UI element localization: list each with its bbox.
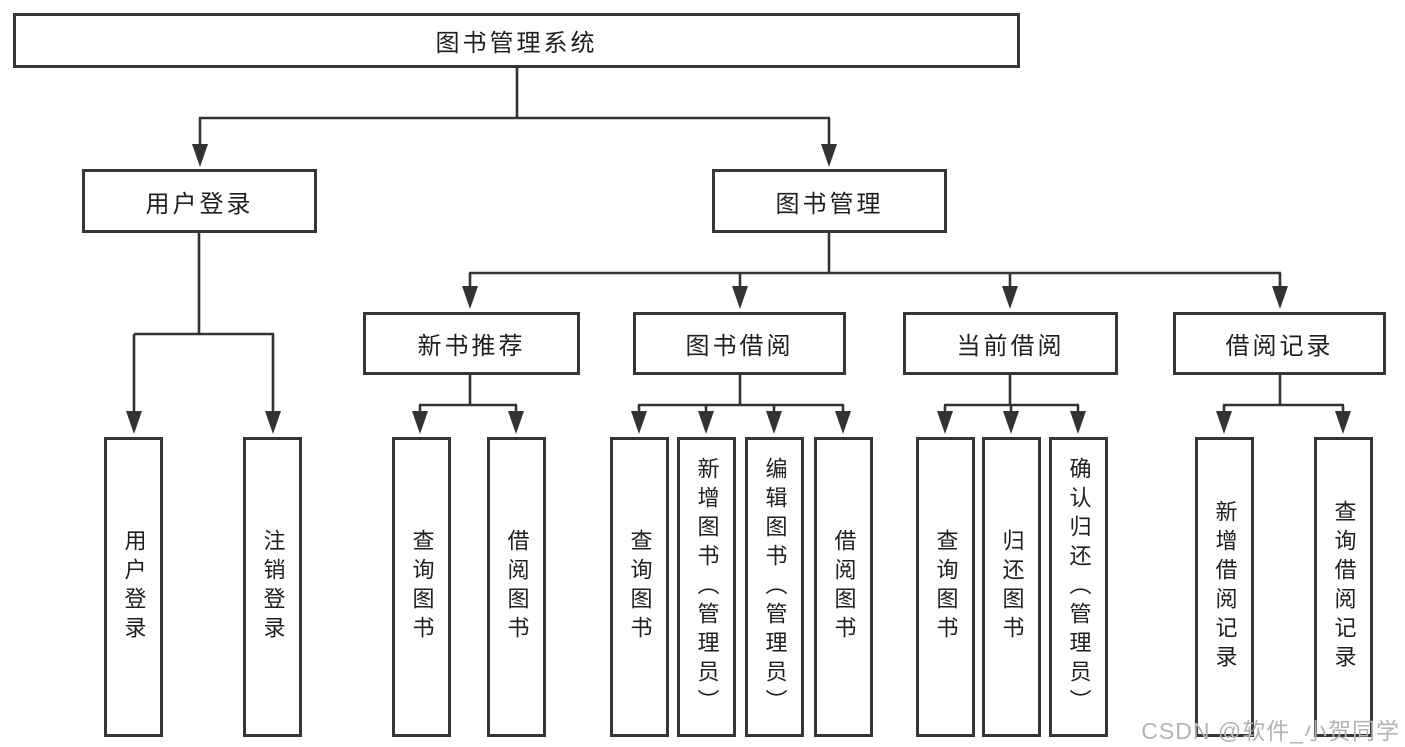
leaf-query-borrow-record-label: 查询借阅记录 [1331,500,1357,674]
leaf-query-borrow-record: 查询借阅记录 [1314,437,1373,737]
node-root-label: 图书管理系统 [435,30,598,57]
arrowhead-down-icon [1070,411,1086,434]
node-book-borrowing-label: 图书借阅 [685,333,794,360]
node-borrowing-records: 借阅记录 [1173,312,1386,375]
leaf-return-books-label: 归还图书 [999,529,1025,645]
arrowhead-down-icon [937,411,953,434]
node-current-borrowing-label: 当前借阅 [956,333,1065,360]
arrowhead-down-icon [1272,286,1288,309]
arrowhead-down-icon [732,286,748,309]
leaf-confirm-return-admin: 确认归还（管理员） [1049,437,1108,737]
leaf-borrow-books-recommend: 借阅图书 [487,437,546,737]
node-user-login-label: 用户登录 [145,190,254,218]
leaf-borrow-books-borrowing: 借阅图书 [814,437,873,737]
leaf-add-borrow-record-label: 新增借阅记录 [1212,500,1238,674]
arrowhead-down-icon [766,411,782,434]
leaf-edit-books-admin-label: 编辑图书（管理员） [762,456,788,718]
node-new-book-recommend-label: 新书推荐 [417,333,526,360]
node-user-login: 用户登录 [82,169,317,233]
arrowhead-down-icon [126,411,142,434]
node-current-borrowing: 当前借阅 [903,312,1118,375]
leaf-logout: 注销登录 [243,437,302,737]
arrowhead-down-icon [835,411,851,434]
arrowhead-down-icon [631,411,647,434]
node-borrowing-records-label: 借阅记录 [1225,333,1334,360]
arrowhead-down-icon [508,411,524,434]
leaf-return-books: 归还图书 [982,437,1041,737]
arrowhead-down-icon [1335,411,1351,434]
arrowhead-down-icon [462,286,478,309]
arrowhead-down-icon [698,411,714,434]
node-root: 图书管理系统 [13,13,1020,68]
leaf-logout-label: 注销登录 [260,529,286,645]
arrowhead-down-icon [265,411,281,434]
leaf-edit-books-admin: 编辑图书（管理员） [745,437,804,737]
leaf-query-books-recommend: 查询图书 [392,437,451,737]
arrowhead-down-icon [1002,286,1018,309]
arrowhead-down-icon [821,144,837,167]
node-book-management-label: 图书管理 [775,190,884,218]
leaf-query-books-borrowing-label: 查询图书 [627,529,653,645]
leaf-query-books-current-label: 查询图书 [933,529,959,645]
leaf-query-books-borrowing: 查询图书 [610,437,669,737]
leaf-add-borrow-record: 新增借阅记录 [1195,437,1254,737]
leaf-borrow-books-borrowing-label: 借阅图书 [831,529,857,645]
leaf-confirm-return-admin-label: 确认归还（管理员） [1066,456,1092,718]
leaf-add-books-admin: 新增图书（管理员） [677,437,736,737]
leaf-query-books-current: 查询图书 [916,437,975,737]
leaf-query-books-recommend-label: 查询图书 [409,529,435,645]
arrowhead-down-icon [1216,411,1232,434]
arrowhead-down-icon [412,411,428,434]
node-book-management: 图书管理 [712,169,947,233]
arrowhead-down-icon [192,144,208,167]
watermark: CSDN @软件_小贺同学 [1141,718,1400,744]
arrowhead-down-icon [1003,411,1019,434]
node-book-borrowing: 图书借阅 [633,312,846,375]
node-new-book-recommend: 新书推荐 [363,312,580,375]
leaf-add-books-admin-label: 新增图书（管理员） [694,456,720,718]
leaf-user-login: 用户登录 [104,437,163,737]
leaf-borrow-books-recommend-label: 借阅图书 [504,529,530,645]
leaf-user-login-label: 用户登录 [121,529,147,645]
